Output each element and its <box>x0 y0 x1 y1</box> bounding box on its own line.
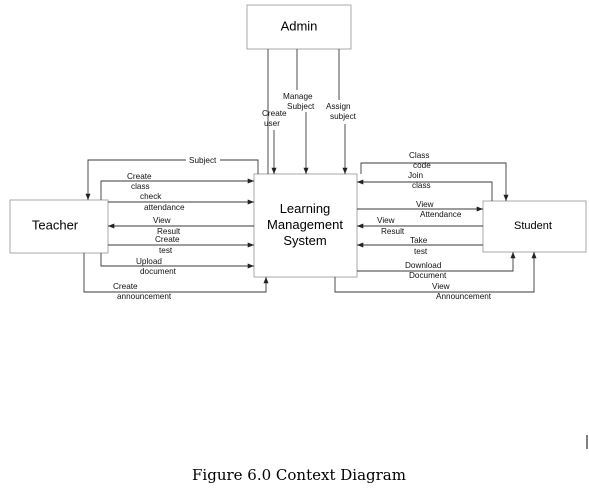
download-document-label-2: Document <box>409 271 447 280</box>
create-class-label-1: Create <box>127 172 152 181</box>
system-label-line-1: Learning <box>280 201 331 216</box>
student-label: Student <box>514 220 552 232</box>
create-user-label-2: user <box>264 119 280 128</box>
take-test-label-2: test <box>414 247 428 256</box>
teacher-entity: Teacher <box>9 199 109 254</box>
flow-upload-document: Upload document <box>100 253 254 276</box>
view-result-teacher-label-1: View <box>153 216 171 225</box>
student-entity: Student <box>482 200 587 253</box>
class-code-label-2: code <box>413 161 431 170</box>
manage-subject-label-2: Subject <box>287 102 315 111</box>
system-process: Learning Management System <box>253 173 358 278</box>
flow-assign-subject: Assign subject <box>326 49 357 174</box>
view-attendance-label-1: View <box>416 200 434 209</box>
view-attendance-label-2: Attendance <box>420 210 462 219</box>
check-attendance-label-1: check <box>140 192 162 201</box>
flow-create-test: Create test <box>108 235 254 255</box>
teacher-label: Teacher <box>32 217 79 232</box>
flow-check-attendance: check attendance <box>108 192 254 212</box>
upload-document-label-1: Upload <box>136 257 162 266</box>
flow-download-document: Download Document <box>357 252 516 280</box>
upload-document-label-2: document <box>140 267 177 276</box>
flow-join-class: Join class <box>357 171 493 201</box>
create-test-label-1: Create <box>155 235 180 244</box>
view-result-student-label-2: Result <box>381 227 405 236</box>
flow-view-result-teacher: View Result <box>108 216 254 236</box>
flow-view-result-student: View Result <box>357 216 483 236</box>
admin-label: Admin <box>281 18 318 33</box>
flow-create-class: Create class <box>100 172 254 200</box>
subject-label: Subject <box>189 156 217 165</box>
flow-subject: Subject <box>85 154 259 200</box>
create-class-label-2: class <box>131 182 150 191</box>
admin-entity: Admin <box>246 4 352 50</box>
flow-create-user: Create user <box>262 49 287 174</box>
create-test-label-2: test <box>159 246 173 255</box>
view-announcement-label-2: Announcement <box>436 292 492 301</box>
system-label-line-3: System <box>283 233 326 248</box>
flow-view-attendance: View Attendance <box>357 200 483 219</box>
flow-view-announcement: View Announcement <box>334 252 537 301</box>
view-result-student-label-1: View <box>377 216 395 225</box>
figure-caption: Figure 6.0 Context Diagram <box>192 466 406 484</box>
class-code-label-1: Class <box>409 151 429 160</box>
flow-create-announcement: Create announcement <box>83 253 269 301</box>
download-document-label-1: Download <box>405 261 442 270</box>
assign-subject-label-2: subject <box>330 112 357 121</box>
create-announcement-label-2: announcement <box>117 292 172 301</box>
flow-class-code: Class code <box>360 151 509 201</box>
create-user-label-1: Create <box>262 109 287 118</box>
assign-subject-label-1: Assign <box>326 102 351 111</box>
take-test-label-1: Take <box>410 236 428 245</box>
join-class-label-1: Join <box>408 171 423 180</box>
system-label-line-2: Management <box>267 217 343 232</box>
view-result-teacher-label-2: Result <box>157 227 181 236</box>
create-announcement-label-1: Create <box>113 282 138 291</box>
flow-manage-subject: Manage Subject <box>283 49 315 174</box>
view-announcement-label-1: View <box>432 282 450 291</box>
manage-subject-label-1: Manage <box>283 92 313 101</box>
join-class-label-2: class <box>412 181 431 190</box>
check-attendance-label-2: attendance <box>144 203 185 212</box>
flow-take-test: Take test <box>357 236 483 256</box>
